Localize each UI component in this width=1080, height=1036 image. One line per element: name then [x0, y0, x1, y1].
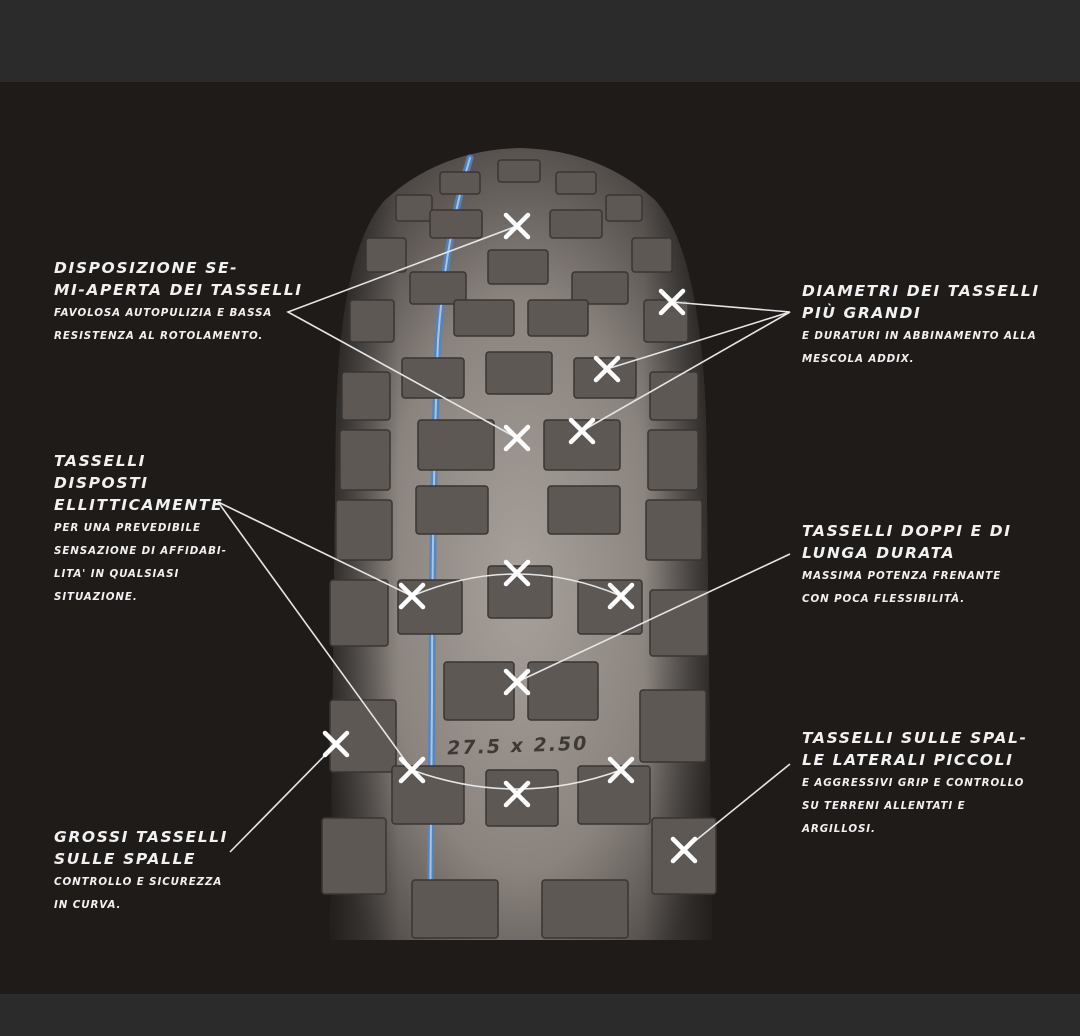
knob [647, 429, 699, 491]
cross-marker-icon [322, 730, 350, 758]
callout-description: FAVOLOSA AUTOPULIZIA E BASSA RESISTENZA … [54, 307, 273, 342]
callout-semi-open-layout: DISPOSIZIONE SE- MI-APERTA DEI TASSELLI … [54, 257, 303, 348]
knob [555, 171, 597, 195]
cross-marker-icon [398, 756, 426, 784]
knob [649, 589, 709, 657]
knob [329, 699, 397, 773]
leader-line-double [516, 553, 791, 683]
leader-line-semi-open [286, 225, 518, 439]
knob [415, 485, 489, 535]
leader-lines [217, 225, 791, 853]
cross-marker-icon [568, 417, 596, 445]
callout-description: MASSIMA POTENZA FRENANTE CON POCA FLESSI… [802, 570, 1002, 605]
leader-line-elliptical [217, 501, 413, 771]
ellipse-arc-bottom [411, 769, 622, 790]
cross-marker-icon [503, 212, 531, 240]
callout-small-side-knobs: TASSELLI SULLE SPAL- LE LATERALI PICCOLI… [802, 727, 1028, 841]
knob [453, 299, 515, 337]
knob [605, 194, 643, 222]
markers [322, 212, 698, 864]
knob [349, 299, 395, 343]
knob [643, 299, 689, 343]
knob [335, 499, 393, 561]
knob [329, 579, 389, 647]
cross-marker-icon [593, 355, 621, 383]
callout-title: TASSELLI DISPOSTI ELLITTICAMENTE [54, 452, 224, 514]
knob [541, 879, 629, 939]
leader-line-side-small [683, 763, 791, 851]
callout-title: TASSELLI SULLE SPAL- LE LATERALI PICCOLI [802, 729, 1028, 769]
callout-double-knobs: TASSELLI DOPPI E DI LUNGA DURATA MASSIMA… [802, 520, 1012, 611]
callout-description: E DURATURI IN ABBINAMENTO ALLA MESCOLA A… [802, 330, 1037, 365]
cross-marker-icon [503, 424, 531, 452]
bottom-bar [0, 994, 1080, 1036]
knob [485, 351, 553, 395]
knob [397, 579, 463, 635]
knob [527, 661, 599, 721]
callout-title: DISPOSIZIONE SE- MI-APERTA DEI TASSELLI [54, 259, 303, 299]
cross-marker-icon [503, 780, 531, 808]
knob [527, 299, 589, 337]
knob [321, 817, 387, 895]
cross-marker-icon [670, 836, 698, 864]
cross-marker-icon [503, 668, 531, 696]
callout-elliptical-knobs: TASSELLI DISPOSTI ELLITTICAMENTE PER UNA… [54, 450, 227, 609]
cross-marker-icon [398, 582, 426, 610]
callout-knob-diameters: DIAMETRI DEI TASSELLI PIÙ GRANDI E DURAT… [802, 280, 1040, 371]
callout-title: TASSELLI DOPPI E DI LUNGA DURATA [802, 522, 1012, 562]
knob [487, 565, 553, 619]
knob [631, 237, 673, 273]
cross-marker-icon [607, 756, 635, 784]
top-bar [0, 0, 1080, 82]
callout-title: GROSSI TASSELLI SULLE SPALLE [54, 828, 229, 868]
knob [645, 499, 703, 561]
knob [409, 271, 467, 305]
callout-description: E AGGRESSIVI GRIP E CONTROLLO SU TERRENI… [802, 777, 1025, 835]
knob [401, 357, 465, 399]
callout-description: CONTROLLO E SICUREZZA IN CURVA. [54, 876, 223, 911]
callout-title: DIAMETRI DEI TASSELLI PIÙ GRANDI [802, 282, 1040, 322]
knob [549, 209, 603, 239]
tire-edge-shading [330, 148, 712, 940]
leader-line-diameters-b [581, 311, 791, 432]
cross-marker-icon [658, 288, 686, 316]
knob [543, 419, 621, 471]
knob [651, 817, 717, 895]
knob [417, 419, 495, 471]
tread-knobs [321, 159, 717, 939]
callout-big-shoulder-knobs: GROSSI TASSELLI SULLE SPALLE CONTROLLO E… [54, 826, 228, 917]
knob [573, 357, 637, 399]
knob [547, 485, 621, 535]
tire-size-marking: 27.5 x 2.50 [447, 733, 589, 760]
knob [571, 271, 629, 305]
knob [339, 429, 391, 491]
knob [341, 371, 391, 421]
knob [429, 209, 483, 239]
knob [497, 159, 541, 183]
knob [487, 249, 549, 285]
knob [395, 194, 433, 222]
knob [439, 171, 481, 195]
knob [365, 237, 407, 273]
knob [443, 661, 515, 721]
knob [639, 689, 707, 763]
knob [411, 879, 499, 939]
cross-marker-icon [503, 559, 531, 587]
knob [649, 371, 699, 421]
callout-description: PER UNA PREVEDIBILE SENSAZIONE DI AFFIDA… [54, 522, 227, 603]
leader-line-shoulder-big [229, 743, 337, 853]
cross-marker-icon [607, 582, 635, 610]
